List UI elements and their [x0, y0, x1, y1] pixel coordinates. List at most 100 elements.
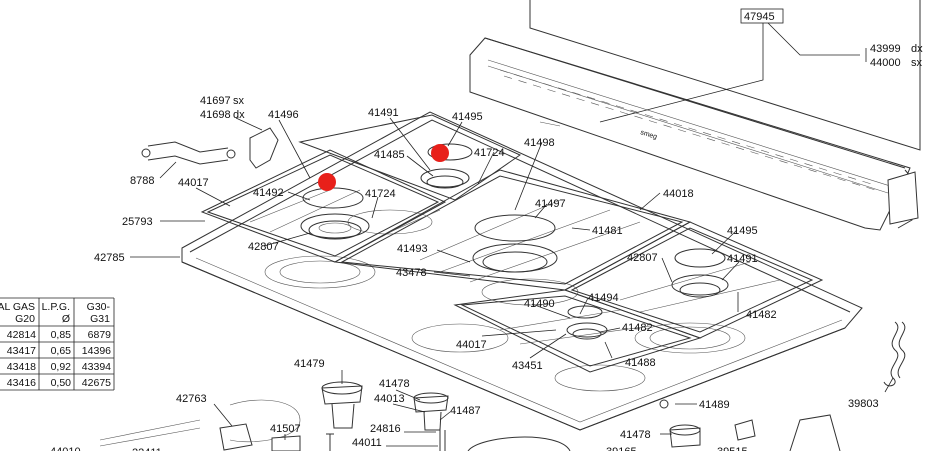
- panel-slot: [518, 80, 527, 84]
- part-labels: 47945 43999 dx 44000 sx 41697 sx 41698 d…: [50, 8, 923, 451]
- table-cell: 43418: [7, 361, 36, 373]
- panel-slot: [503, 75, 513, 79]
- panel-slot: [619, 111, 629, 115]
- panel-slot: [528, 78, 538, 82]
- part-number-41495-top: 41495: [452, 111, 483, 123]
- part-number-42807-right: 42807: [627, 252, 658, 264]
- panel-slot: [601, 100, 610, 104]
- panel-slot: [866, 186, 875, 191]
- part-side-41697: sx: [233, 95, 245, 107]
- table-header-cell: AL GAS: [0, 301, 35, 313]
- panel-slot: [644, 114, 654, 118]
- part-side-43999: dx: [911, 43, 923, 55]
- panel-slot: [851, 182, 861, 186]
- panel-slot: [789, 158, 799, 162]
- panel-slot: [822, 173, 832, 177]
- part-number-41490: 41490: [524, 298, 555, 310]
- part-number-44000: 44000: [870, 57, 901, 69]
- part-number-39515: 39515: [717, 446, 748, 451]
- part-number-41489: 41489: [699, 399, 730, 411]
- panel-slot: [818, 167, 828, 171]
- part-number-41492: 41492: [253, 187, 284, 199]
- panel-slot: [576, 97, 585, 102]
- spring-clips: [141, 127, 279, 169]
- panel-slot: [673, 123, 683, 127]
- panel-slot: [706, 138, 716, 142]
- pan-supports: [200, 114, 824, 373]
- table-header-cell: G31: [90, 313, 110, 325]
- part-number-41485: 41485: [374, 149, 405, 161]
- part-number-41494: 41494: [588, 292, 619, 304]
- part-number-41491-right: 41491: [727, 253, 758, 265]
- part-number-41498: 41498: [524, 137, 555, 149]
- panel-slot: [793, 164, 803, 168]
- highlight-marker: [318, 173, 336, 191]
- panel-slot: [688, 127, 697, 131]
- table-cell: 0,85: [51, 329, 72, 341]
- part-number-41481: 41481: [592, 225, 623, 237]
- part-number-41487: 41487: [450, 405, 481, 417]
- part-number-43999: 43999: [870, 43, 901, 55]
- panel-slot: [746, 145, 755, 149]
- valve-parts: [99, 381, 841, 451]
- part-number-41497: 41497: [535, 198, 566, 210]
- table-cell: 0,92: [51, 361, 72, 373]
- highlight-markers: [318, 144, 449, 191]
- panel-slot: [750, 151, 759, 155]
- part-number-41478-right: 41478: [620, 429, 651, 441]
- panel-slot: [837, 178, 846, 182]
- panel-slot: [833, 172, 842, 176]
- panel-slot: [764, 155, 774, 159]
- part-number-41507: 41507: [270, 423, 301, 435]
- panel-slot: [514, 74, 523, 78]
- table-cell: 0,50: [51, 377, 72, 389]
- part-number-39165: 39165: [606, 446, 637, 451]
- panel-slot: [735, 146, 745, 150]
- panel-slot: [532, 84, 542, 88]
- part-number-44011: 44011: [352, 437, 382, 449]
- part-number-47945: 47945: [744, 11, 775, 23]
- panel-slot: [692, 133, 701, 137]
- panel-slot: [717, 136, 726, 140]
- part-number-41496: 41496: [268, 109, 299, 121]
- part-side-41698: dx: [233, 109, 245, 121]
- label-box-47945: [740, 8, 784, 24]
- panel-slot: [590, 102, 600, 106]
- panel-slot: [557, 87, 567, 91]
- panel-slot: [775, 154, 784, 158]
- part-number-41488: 41488: [625, 357, 656, 369]
- table-cell: 14396: [82, 345, 111, 357]
- part-number-22411: 22411: [132, 447, 162, 451]
- panel-slot: [605, 106, 614, 110]
- table-cell: 43416: [7, 377, 36, 389]
- panel-slot: [615, 105, 625, 109]
- part-number-44010: 44010: [50, 446, 81, 451]
- leader-lines: [130, 22, 894, 447]
- part-number-42763: 42763: [176, 393, 207, 405]
- part-number-42785: 42785: [94, 252, 125, 264]
- part-number-39803: 39803: [848, 398, 879, 410]
- highlight-marker: [431, 144, 449, 162]
- panel-slot: [731, 140, 741, 144]
- panel-slot: [543, 83, 552, 87]
- part-number-43478: 43478: [396, 267, 427, 279]
- part-side-44000: sx: [911, 57, 923, 69]
- table-header-cell: G20: [15, 313, 35, 325]
- panel-slots: [499, 69, 875, 191]
- part-number-41493: 41493: [397, 243, 428, 255]
- part-number-43451: 43451: [512, 360, 543, 372]
- panel-slot: [779, 160, 788, 164]
- part-number-41724-top: 41724: [474, 147, 505, 159]
- control-panel-drawing: smeg: [469, 0, 921, 231]
- part-number-44018: 44018: [663, 188, 694, 200]
- table-cell: 43417: [7, 345, 36, 357]
- panel-slot: [663, 124, 672, 128]
- table-cell: 42814: [7, 329, 36, 341]
- table-cell: 43394: [82, 361, 111, 373]
- part-number-41724-mid: 41724: [365, 188, 396, 200]
- panel-slot: [847, 176, 857, 180]
- panel-slot: [677, 129, 687, 133]
- part-number-41482-right: 41482: [746, 309, 777, 321]
- panel-slot: [862, 180, 871, 185]
